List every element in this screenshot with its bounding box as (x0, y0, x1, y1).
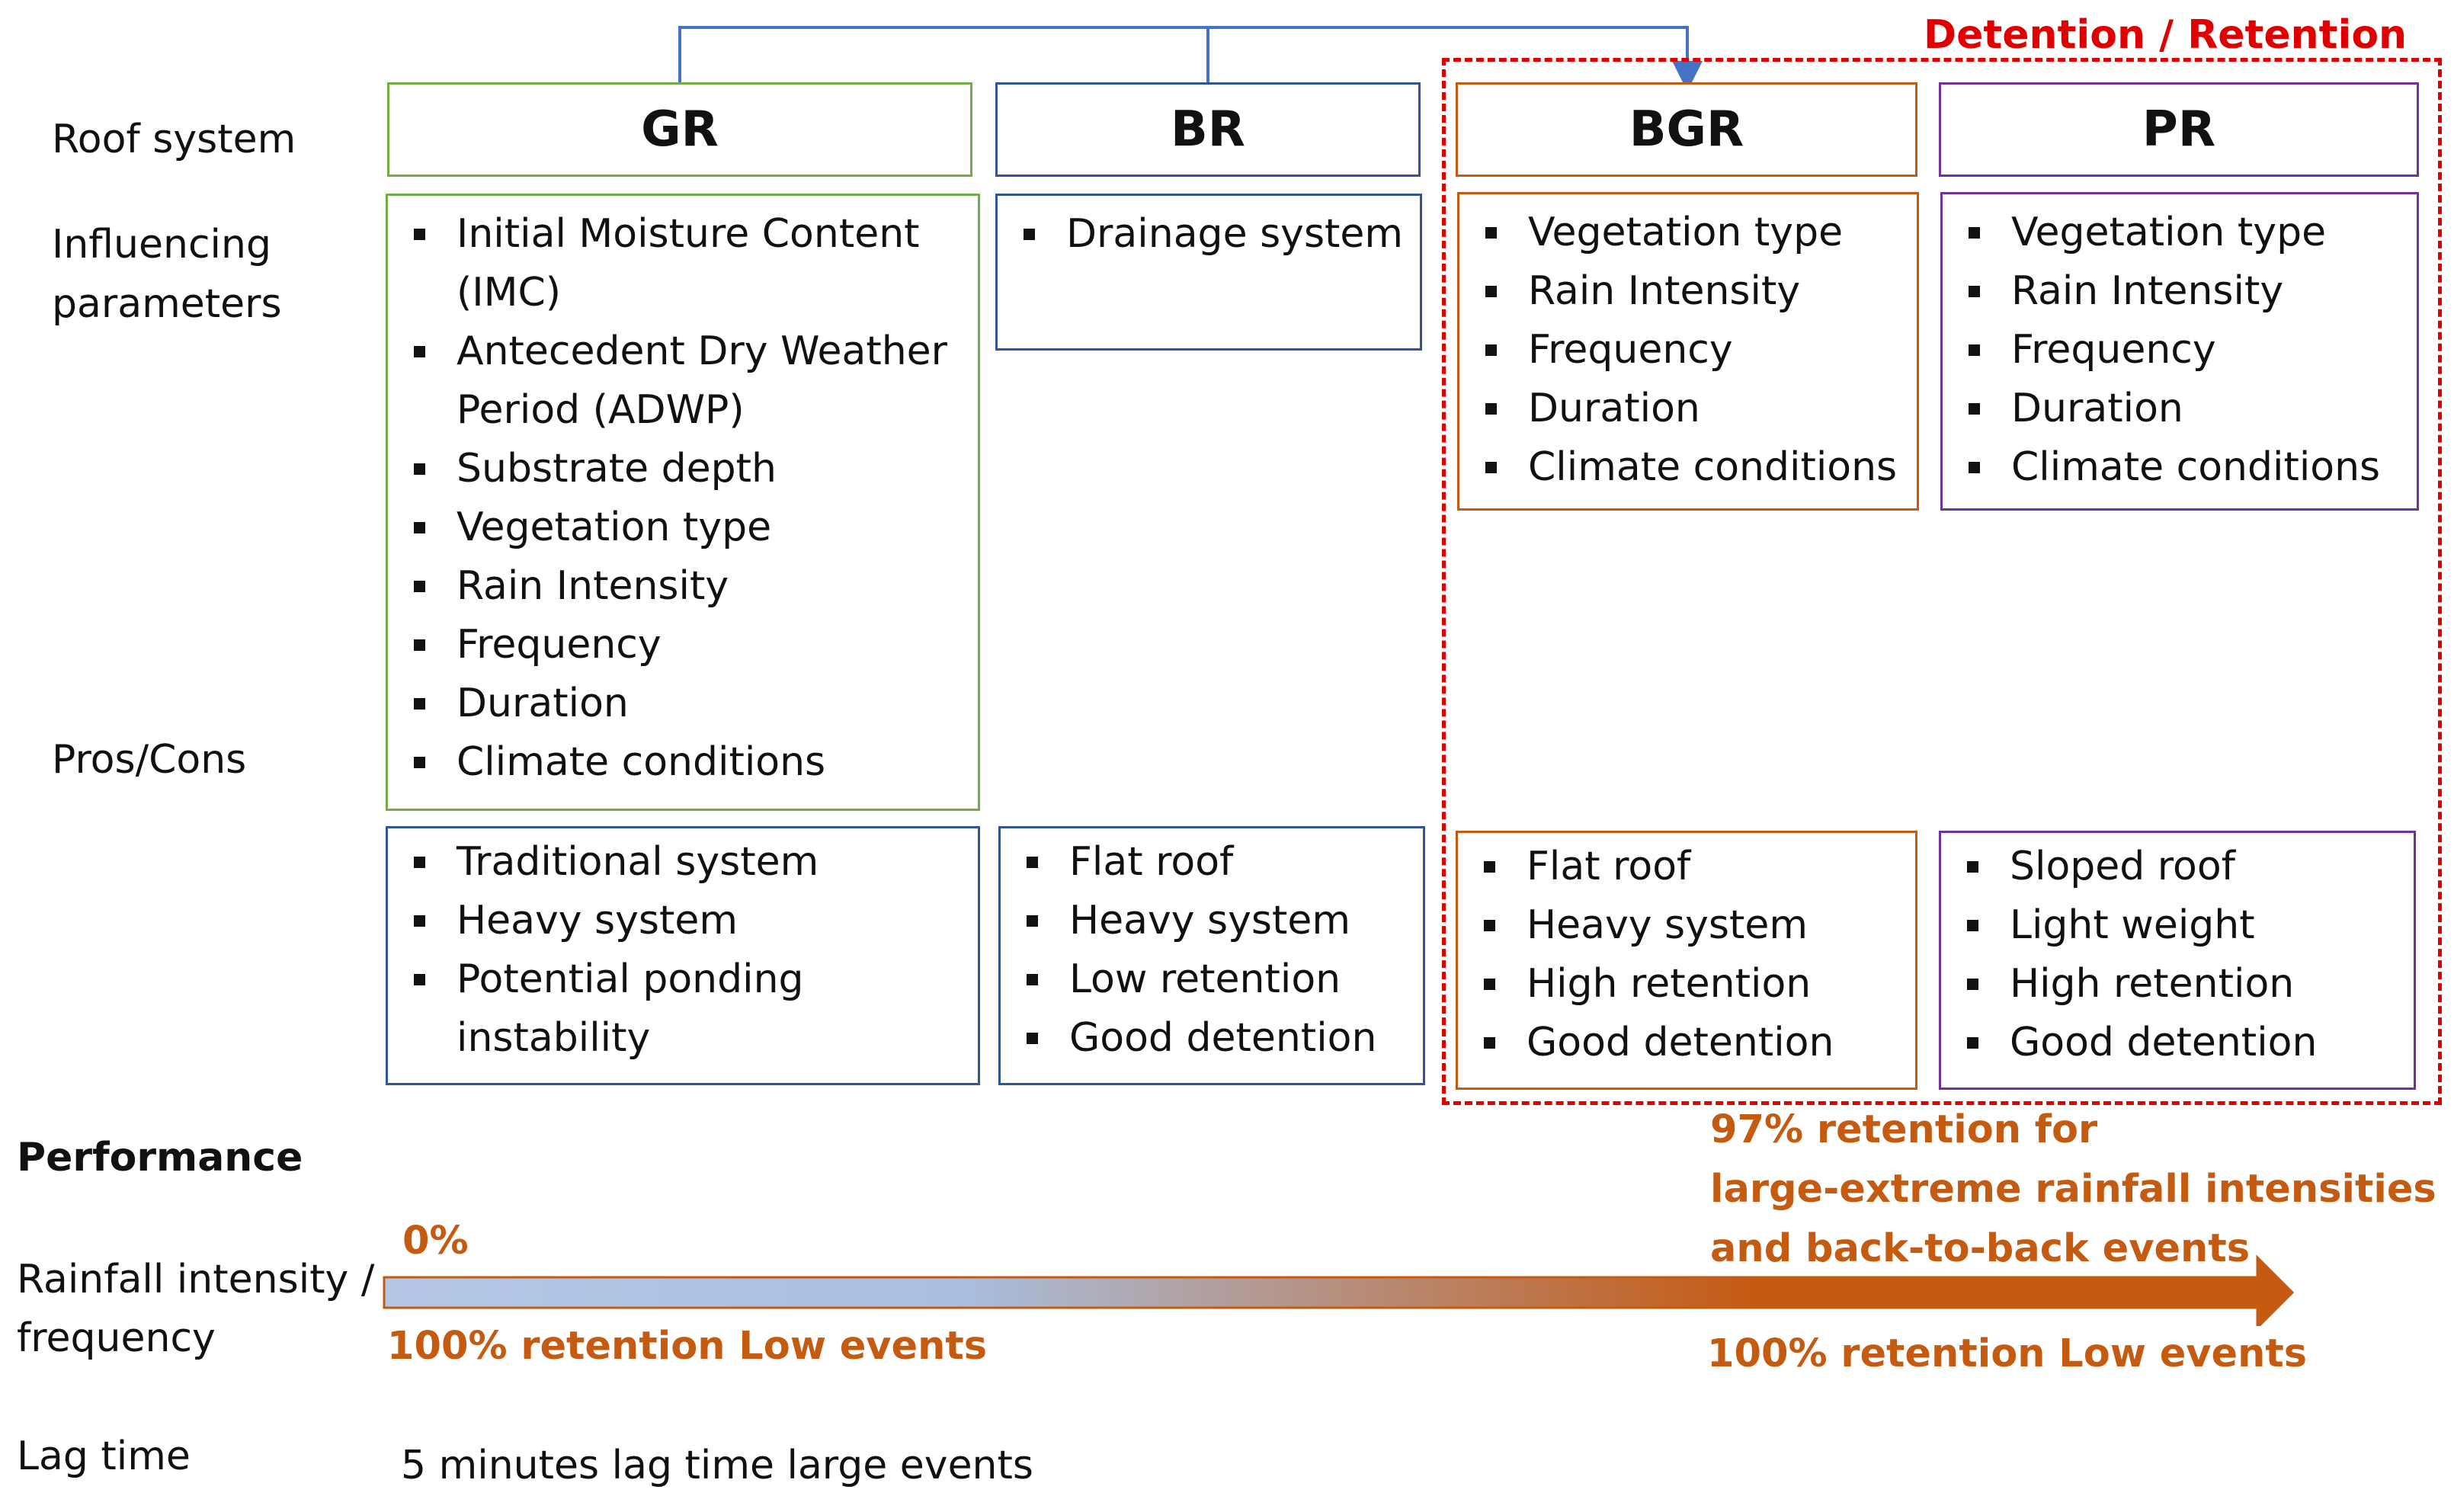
params-pr-list: Vegetation type Rain Intensity Frequency… (1965, 203, 2409, 497)
list-item-continuation: instability (457, 1015, 651, 1061)
connector-path (678, 26, 1703, 91)
header-pr-title: PR (2142, 101, 2216, 158)
list-item: Vegetation type (1965, 203, 2409, 262)
list-item: Frequency (1965, 321, 2409, 380)
pros-pr-list: Sloped roof Light weight High retention … (1964, 838, 2406, 1072)
label-parameters: parameters (52, 281, 282, 327)
params-bgr: Vegetation type Rain Intensity Frequency… (1457, 192, 1919, 511)
list-item: Frequency (411, 616, 970, 674)
high-retention-line-1: 97% retention for (1710, 1107, 2098, 1152)
list-item: Sloped roof (1964, 838, 2406, 896)
list-item: Good detention (1481, 1014, 1908, 1072)
list-item: Light weight (1964, 896, 2406, 955)
params-pr: Vegetation type Rain Intensity Frequency… (1940, 192, 2419, 511)
header-gr: GR (387, 82, 972, 177)
list-item: Flat roof (1024, 833, 1415, 892)
params-br: Drainage system (995, 194, 1422, 351)
header-bgr-title: BGR (1629, 101, 1744, 158)
list-item-continuation: (IMC) (457, 270, 562, 316)
list-item: Initial Moisture Content (411, 205, 970, 264)
header-bgr: BGR (1456, 82, 1917, 177)
list-item: High retention (1964, 955, 2406, 1014)
low-retention-left: 100% retention Low events (387, 1324, 988, 1369)
list-item: Rain Intensity (411, 557, 970, 616)
list-item: Rain Intensity (1482, 262, 1909, 321)
list-item: Vegetation type (1482, 203, 1909, 262)
header-br-title: BR (1170, 101, 1246, 158)
list-item: Climate conditions (1965, 438, 2409, 497)
list-item: Heavy system (1024, 892, 1415, 950)
list-item: Climate conditions (1482, 438, 1909, 497)
low-retention-right: 100% retention Low events (1707, 1331, 2308, 1376)
label-lag-time: Lag time (17, 1434, 191, 1479)
list-item: Heavy system (411, 892, 970, 950)
params-br-list: Drainage system (1020, 205, 1412, 264)
list-item: Antecedent Dry Weather (411, 322, 970, 381)
pros-gr-list: Traditional system Heavy system Potentia… (411, 833, 970, 1068)
list-item: Traditional system (411, 833, 970, 892)
detention-retention-label: Detention / Retention (1924, 12, 2408, 58)
pros-bgr-list: Flat roof Heavy system High retention Go… (1481, 838, 1908, 1072)
pros-gr: Traditional system Heavy system Potentia… (386, 826, 980, 1085)
params-bgr-list: Vegetation type Rain Intensity Frequency… (1482, 203, 1909, 497)
list-item: Substrate depth (411, 440, 970, 498)
list-item: Rain Intensity (1965, 262, 2409, 321)
list-item: High retention (1481, 955, 1908, 1014)
pros-br: Flat roof Heavy system Low retention Goo… (998, 826, 1425, 1085)
list-item: Low retention (1024, 950, 1415, 1009)
list-item: Good detention (1024, 1009, 1415, 1068)
header-pr: PR (1939, 82, 2419, 177)
list-item: Drainage system (1020, 205, 1412, 264)
label-roof-system: Roof system (52, 117, 296, 162)
label-influencing: Influencing (52, 222, 271, 267)
params-gr-list: Initial Moisture Content (IMC) Anteceden… (411, 205, 970, 792)
label-pros-cons: Pros/Cons (52, 737, 247, 783)
header-gr-title: GR (641, 101, 719, 158)
list-item: Frequency (1482, 321, 1909, 380)
list-item: Climate conditions (411, 733, 970, 792)
start-percent: 0% (402, 1219, 469, 1264)
list-item: Potential ponding (411, 950, 970, 1009)
high-retention-line-3: and back-to-back events (1710, 1226, 2251, 1271)
list-item: Duration (1482, 380, 1909, 438)
detention-retention-group (1442, 58, 2442, 1105)
header-br: BR (995, 82, 1421, 177)
arrow-shape (383, 1254, 2295, 1326)
label-rainfall-intensity: Rainfall intensity / (17, 1257, 375, 1302)
label-performance: Performance (17, 1135, 303, 1180)
list-item: Good detention (1964, 1014, 2406, 1072)
list-item: Flat roof (1481, 838, 1908, 896)
list-item: Duration (1965, 380, 2409, 438)
lag-time-text: 5 minutes lag time large events (401, 1443, 1033, 1488)
pros-br-list: Flat roof Heavy system Low retention Goo… (1024, 833, 1415, 1068)
list-item: Heavy system (1481, 896, 1908, 955)
connector-lines (678, 26, 1703, 91)
pros-bgr: Flat roof Heavy system High retention Go… (1456, 831, 1917, 1090)
rainfall-gradient-arrow (383, 1254, 2295, 1326)
pros-pr: Sloped roof Light weight High retention … (1939, 831, 2416, 1090)
list-item: Vegetation type (411, 498, 970, 557)
high-retention-line-2: large-extreme rainfall intensities (1710, 1167, 2436, 1212)
list-item: Duration (411, 674, 970, 733)
list-item-continuation: Period (ADWP) (457, 387, 745, 433)
label-frequency: frequency (17, 1315, 216, 1361)
params-gr: Initial Moisture Content (IMC) Anteceden… (386, 194, 980, 811)
